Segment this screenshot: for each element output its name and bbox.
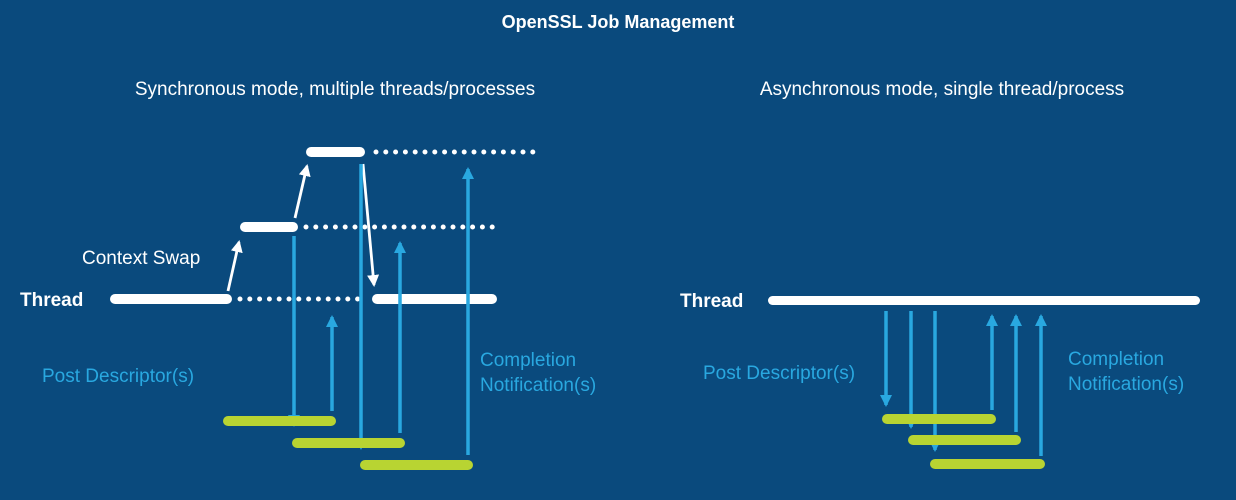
async-thread-line: [768, 296, 1200, 305]
context-swap-arrow-down: [361, 163, 380, 287]
sync-job-bar-1: [223, 416, 336, 426]
sync-completion-label: Completion Notification(s): [480, 348, 596, 398]
sync-completion-label-line1: Completion: [480, 350, 577, 371]
sync-post-descriptor-label: Post Descriptor(s): [42, 366, 195, 387]
sync-thread-resume-segment: [372, 294, 497, 304]
sync-thread-run-segment-3: [306, 147, 365, 157]
sync-job-bar-3: [360, 460, 473, 470]
sync-completion-label-line2: Notification(s): [480, 375, 597, 396]
context-swap-arrow-up-2: [293, 164, 311, 219]
async-job-bar-3: [930, 459, 1045, 469]
context-swap-arrow-up-1: [226, 240, 243, 292]
context-swap-label: Context Swap: [82, 248, 201, 269]
sync-thread-label: Thread: [20, 290, 84, 311]
async-completion-label-line2: Notification(s): [1068, 374, 1185, 395]
sync-thread-run-segment-2: [240, 222, 298, 232]
sync-job-bar-2: [292, 438, 405, 448]
async-completion-label: Completion Notification(s): [1068, 347, 1184, 397]
async-completion-label-line1: Completion: [1068, 349, 1165, 370]
page-title: OpenSSL Job Management: [501, 12, 735, 32]
async-job-bar-1: [882, 414, 996, 424]
async-thread-label: Thread: [680, 291, 744, 312]
async-panel-subtitle: Asynchronous mode, single thread/process: [759, 79, 1125, 100]
sync-panel-subtitle: Synchronous mode, multiple threads/proce…: [134, 79, 536, 100]
sync-thread-run-segment-1: [110, 294, 232, 304]
async-post-descriptor-label: Post Descriptor(s): [703, 363, 856, 384]
async-job-bar-2: [908, 435, 1021, 445]
